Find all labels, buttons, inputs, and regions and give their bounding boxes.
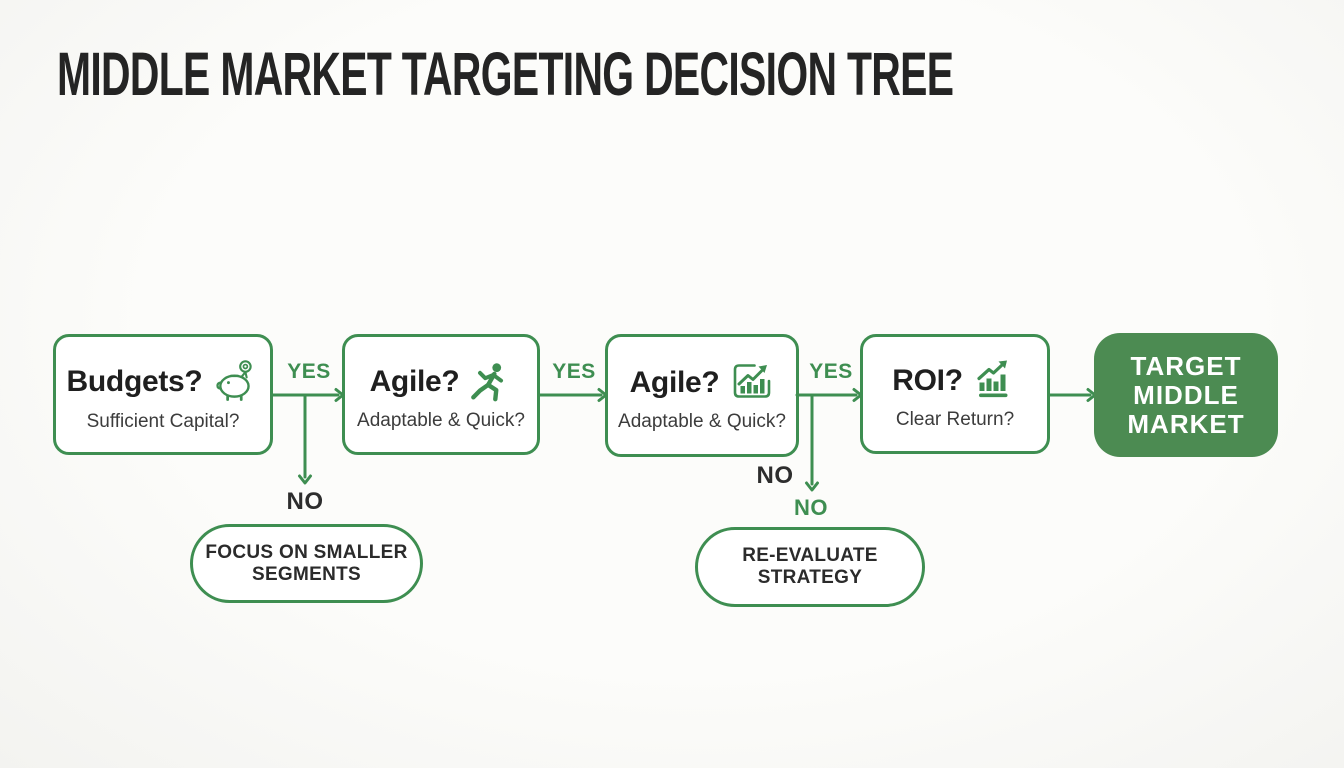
outcome-label-line: FOCUS ON SMALLER — [205, 541, 408, 563]
no-branch-arrow-1 — [298, 393, 312, 485]
node-subtitle: Clear Return? — [895, 409, 1015, 430]
bar-chart-trend-icon — [974, 359, 1018, 403]
page-title: MIDDLE MARKET TARGETING DECISION TREE — [57, 40, 954, 108]
target-node: TARGET MIDDLE MARKET — [1094, 333, 1278, 457]
decision-node-agile-2: Agile? Adaptable & Quick? — [605, 334, 799, 457]
target-label-line: MIDDLE — [1133, 379, 1239, 410]
node-subtitle: Adaptable & Quick? — [357, 409, 525, 431]
edge-label-no-2-secondary: NO — [794, 495, 828, 520]
outcome-label-line: STRATEGY — [757, 567, 863, 588]
yes-arrow-2 — [537, 388, 608, 402]
outcome-pill-focus-smaller-segments: FOCUS ON SMALLER SEGMENTS — [190, 524, 423, 603]
no-branch-arrow-2 — [805, 393, 819, 492]
edge-label-yes-2: YES — [552, 360, 596, 383]
piggy-bank-icon — [213, 359, 259, 405]
edge-label-yes-1: YES — [287, 360, 331, 383]
bar-chart-framed-icon — [730, 361, 774, 405]
node-question: Agile? — [629, 365, 720, 399]
node-question: Budgets? — [66, 364, 203, 398]
edge-label-no-2: NO — [756, 462, 794, 489]
outcome-pill-reevaluate-strategy: RE-EVALUATE STRATEGY — [695, 527, 925, 607]
target-arrow — [1047, 388, 1097, 402]
node-question-row: Agile? — [630, 361, 775, 405]
node-question: Agile? — [369, 364, 460, 398]
edge-label-yes-3: YES — [809, 360, 853, 383]
target-label-line: TARGET — [1130, 350, 1242, 381]
node-question: ROI? — [892, 364, 963, 397]
node-question-row: Agile? — [370, 360, 513, 404]
node-subtitle: Sufficient Capital? — [86, 410, 240, 432]
outcome-label-line: SEGMENTS — [251, 563, 362, 585]
target-label-line: MARKET — [1127, 408, 1245, 439]
runner-icon — [470, 360, 512, 404]
decision-node-agile-1: Agile? Adaptable & Quick? — [342, 334, 540, 455]
decision-node-roi: ROI? Clear Return? — [860, 334, 1050, 454]
decision-node-budgets: Budgets? Sufficient Capital? — [53, 334, 273, 455]
edge-label-no-1: NO — [286, 488, 324, 515]
node-question-row: Budgets? — [67, 359, 260, 405]
node-question-row: ROI? — [892, 359, 1017, 403]
outcome-label-line: RE-EVALUATE — [742, 545, 878, 566]
node-subtitle: Adaptable & Quick? — [618, 410, 786, 432]
